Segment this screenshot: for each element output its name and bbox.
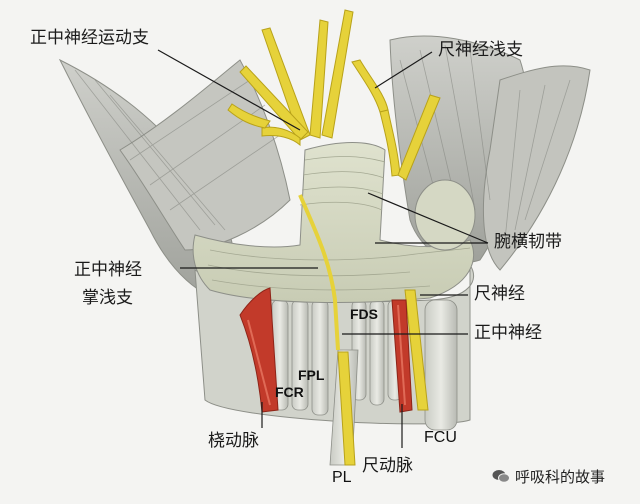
watermark-text: 呼吸科的故事 xyxy=(515,468,606,486)
label-median-motor-branch: 正中神经运动支 xyxy=(30,28,149,48)
watermark: 呼吸科的故事 xyxy=(492,466,605,487)
label-fds: FDS xyxy=(350,306,378,322)
median-palmar-cutaneous-branch xyxy=(298,194,340,351)
transverse-carpal-ligament xyxy=(192,142,475,304)
label-radial-artery: 桡动脉 xyxy=(208,431,259,451)
label-pl: PL xyxy=(332,469,352,486)
label-median-nerve: 正中神经 xyxy=(474,323,542,343)
label-ulnar-superficial-branch: 尺神经浅支 xyxy=(438,40,523,60)
label-median-palmar-line2: 掌浅支 xyxy=(82,288,133,308)
median-nerve-branches xyxy=(227,9,354,147)
wechat-icon xyxy=(492,469,510,484)
muscle-fibers xyxy=(74,44,571,241)
median-nerve xyxy=(337,351,356,466)
label-ulnar-nerve: 尺神经 xyxy=(474,284,525,304)
leader-lines xyxy=(157,49,489,448)
pisiform xyxy=(414,179,476,251)
label-ulnar-artery: 尺动脉 xyxy=(362,456,413,476)
ulnar-nerve xyxy=(351,59,441,411)
label-fcr: FCR xyxy=(275,384,304,400)
label-fpl: FPL xyxy=(298,367,325,383)
ulnar-artery xyxy=(391,299,413,413)
label-median-palmar-line1: 正中神经 xyxy=(74,260,142,280)
label-fcu: FCU xyxy=(424,429,457,446)
thenar-muscles xyxy=(58,58,291,301)
label-transverse-carpal-ligament: 腕横韧带 xyxy=(494,232,562,252)
